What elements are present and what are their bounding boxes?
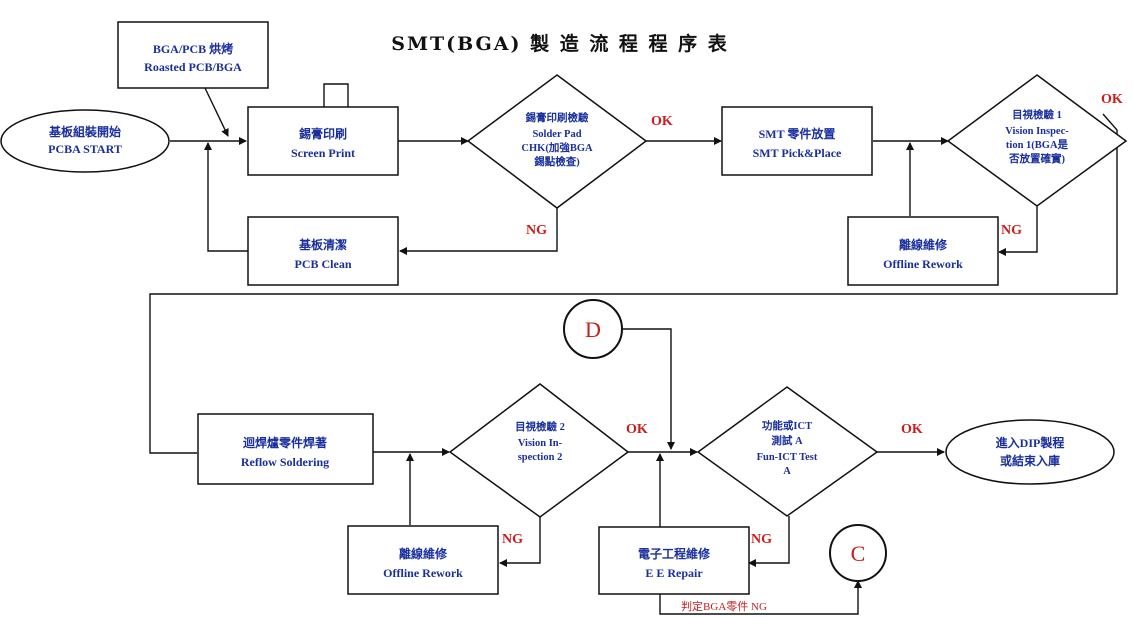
bake-label-en: Roasted PCB/BGA <box>144 60 242 74</box>
end-label-1: 進入DIP製程 <box>996 435 1065 450</box>
vision1-label-1: 目視檢驗 1 <box>1012 108 1062 121</box>
vision1-label-4: 否放置確實) <box>1008 152 1065 165</box>
vision1-decision: 目視檢驗 1 Vision Inspec- tion 1(BGA是 否放置確實) <box>946 74 1128 207</box>
end-label-2: 或結束入庫 <box>1000 453 1060 468</box>
solder-check-decision: 錫膏印刷檢驗 Solder Pad CHK(加強BGA 錫點檢查) <box>466 74 648 209</box>
ng-label-solder: NG <box>526 223 547 238</box>
vision2-decision: 目視檢驗 2 Vision In- spection 2 <box>448 383 630 518</box>
vision1-label-3: tion 1(BGA是 <box>1006 139 1069 151</box>
rework1-label-en: Offline Rework <box>883 257 963 271</box>
vision1-label-2: Vision Inspec- <box>1005 126 1069 137</box>
ok-label-solder: OK <box>651 114 673 129</box>
connector-d-label: D <box>585 317 601 342</box>
reflow-node: 迴焊爐零件焊著 Reflow Soldering <box>197 413 374 485</box>
start-node: 基板組裝開始 PCBA START <box>0 109 170 173</box>
rework2-node: 離線維修 Offline Rework <box>347 525 499 595</box>
rework1-node: 離線維修 Offline Rework <box>847 216 999 286</box>
bake-label-zh: BGA/PCB 烘烤 <box>153 41 233 56</box>
page-title: SMT(BGA) 製 造 流 程 程 序 表 <box>391 32 729 55</box>
reflow-label-zh: 迴焊爐零件焊著 <box>242 435 327 450</box>
connector-d: D <box>563 299 623 359</box>
screen-print-label-zh: 錫膏印刷 <box>299 126 347 141</box>
ng-label-ict: NG <box>751 532 772 547</box>
pcb-clean-label-zh: 基板清潔 <box>298 237 347 252</box>
solder-check-label-3: CHK(加強BGA <box>521 141 593 154</box>
connector-c: C <box>829 524 887 582</box>
connector-c-label: C <box>851 541 866 566</box>
solder-check-label-1: 錫膏印刷檢驗 <box>526 111 589 124</box>
bga-ng-note: 判定BGA零件 NG <box>681 599 767 613</box>
ee-repair-label-zh: 電子工程維修 <box>638 546 711 561</box>
pick-place-label-en: SMT Pick&Place <box>753 146 842 160</box>
start-label-en: PCBA START <box>48 142 122 156</box>
end-node: 進入DIP製程 或結束入庫 <box>945 419 1115 485</box>
ict-decision: 功能或ICT 測試 A Fun-ICT Test A <box>696 386 879 517</box>
bake-node: BGA/PCB 烘烤 Roasted PCB/BGA <box>117 21 269 89</box>
ict-label-2: 測試 A <box>771 434 803 447</box>
ng-label-vision2: NG <box>502 532 523 547</box>
pick-place-label-zh: SMT 零件放置 <box>759 126 836 141</box>
ict-label-3: Fun-ICT Test <box>757 452 818 463</box>
note-background <box>672 599 778 613</box>
rework2-label-zh: 離線維修 <box>399 546 448 561</box>
solder-check-label-2: Solder Pad <box>532 129 581 140</box>
screen-print-node: 錫膏印刷 Screen Print <box>247 106 399 176</box>
vision2-label-3: spection 2 <box>518 452 563 463</box>
ee-repair-label-en: E E Repair <box>645 566 703 580</box>
vision2-label-2: Vision In- <box>518 438 563 449</box>
pick-place-node: SMT 零件放置 SMT Pick&Place <box>721 106 873 176</box>
ee-repair-node: 電子工程維修 E E Repair <box>598 526 750 595</box>
rework2-label-en: Offline Rework <box>383 566 463 580</box>
ok-label-ict: OK <box>901 422 923 437</box>
pcb-clean-node: 基板清潔 PCB Clean <box>247 216 399 286</box>
ict-label-4: A <box>783 466 791 477</box>
ict-label-1: 功能或ICT <box>762 419 812 432</box>
reflow-label-en: Reflow Soldering <box>241 455 329 469</box>
ok-label-vision2: OK <box>626 422 648 437</box>
ok-label-vision1: OK <box>1101 92 1123 107</box>
start-label-zh: 基板組裝開始 <box>48 124 121 139</box>
rework1-label-zh: 離線維修 <box>899 237 948 252</box>
pcb-clean-label-en: PCB Clean <box>295 257 352 271</box>
solder-check-label-4: 錫點檢查) <box>534 155 580 168</box>
ng-label-vision1: NG <box>1001 223 1022 238</box>
vision2-label-1: 目視檢驗 2 <box>515 420 565 433</box>
screen-print-label-en: Screen Print <box>291 146 355 160</box>
flow-lines <box>149 83 1118 615</box>
